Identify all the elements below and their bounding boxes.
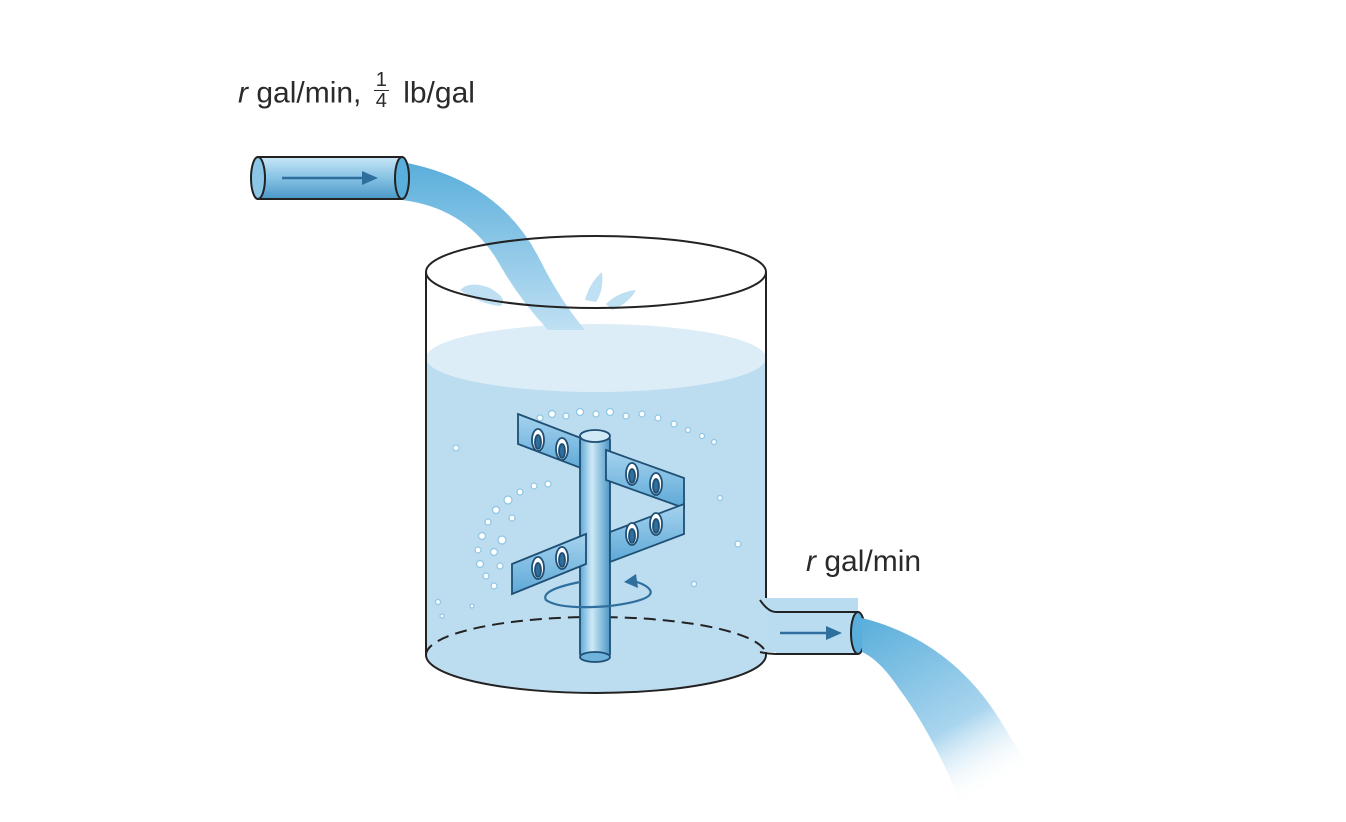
stirrer-paddle-icon (511, 412, 685, 663)
fraction-denominator: 4 (375, 90, 387, 112)
bubbles-icon (434, 407, 742, 619)
inlet-pipe-icon (250, 156, 410, 200)
inflow-concentration-unit: lb/gal (403, 76, 475, 110)
inflow-stream (402, 162, 585, 330)
outflow-label: r gal/min (806, 545, 921, 579)
fraction-numerator: 1 (373, 69, 389, 91)
outflow-rate-variable: r (806, 545, 816, 578)
outflow-rate-unit: gal/min (824, 545, 922, 578)
inflow-label: r gal/min, 1 4 lb/gal (238, 70, 475, 115)
outlet-pipe-icon (759, 598, 866, 655)
inflow-rate-variable: r (238, 76, 248, 110)
inflow-concentration-fraction: 1 4 (373, 69, 389, 112)
outflow-stream (862, 618, 1050, 800)
inflow-rate-unit: gal/min, (256, 76, 362, 110)
rotation-arrow-icon (544, 574, 652, 609)
